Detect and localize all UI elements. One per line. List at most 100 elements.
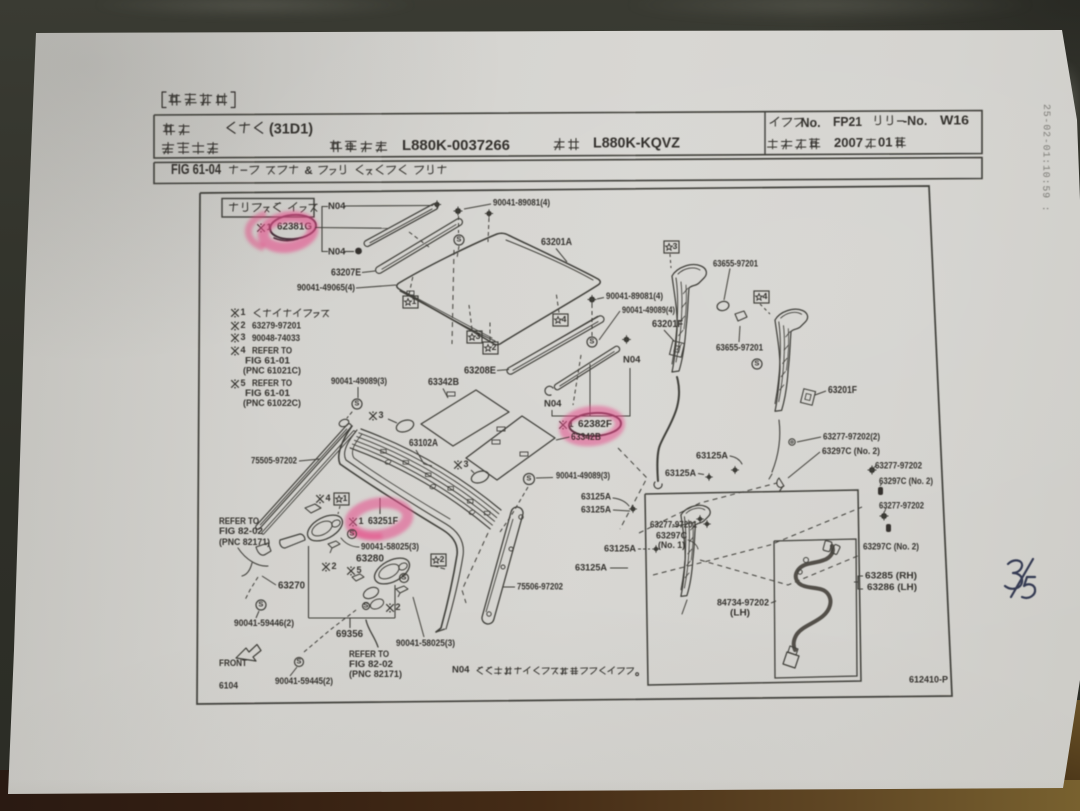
svg-text:&: & xyxy=(305,165,313,177)
svg-text:N04: N04 xyxy=(452,665,470,676)
svg-text:90041-49065(4): 90041-49065(4) xyxy=(297,283,355,294)
svg-text:N04: N04 xyxy=(328,201,346,212)
svg-text:W16: W16 xyxy=(940,114,969,128)
svg-text:N04: N04 xyxy=(623,355,641,366)
svg-text:3: 3 xyxy=(241,332,246,342)
svg-text:2: 2 xyxy=(492,342,497,352)
svg-text:63201F: 63201F xyxy=(828,385,857,396)
svg-text:S: S xyxy=(354,398,359,407)
svg-text:63297C (No. 2): 63297C (No. 2) xyxy=(822,446,880,457)
svg-text:3: 3 xyxy=(673,241,678,251)
svg-text:63125A: 63125A xyxy=(581,505,611,516)
svg-text:63125A: 63125A xyxy=(581,492,611,503)
svg-text:N04: N04 xyxy=(544,399,562,410)
svg-text:90041-89081(4): 90041-89081(4) xyxy=(493,198,550,209)
svg-text:REFER TO: REFER TO xyxy=(252,378,292,389)
svg-text:63277-97202: 63277-97202 xyxy=(875,461,922,472)
svg-text:75505-97202: 75505-97202 xyxy=(251,456,297,467)
svg-text:-No.: -No. xyxy=(903,114,927,128)
svg-text:2: 2 xyxy=(332,561,337,571)
svg-text:(LH): (LH) xyxy=(730,607,750,617)
svg-text:6104: 6104 xyxy=(219,681,239,692)
svg-text:(31D1): (31D1) xyxy=(269,122,313,138)
svg-text:(No. 1): (No. 1) xyxy=(658,540,685,550)
svg-text:90041-59446(2): 90041-59446(2) xyxy=(234,618,294,629)
svg-text:S: S xyxy=(349,528,354,537)
svg-text:FRONT: FRONT xyxy=(219,658,247,669)
svg-text:1: 1 xyxy=(241,307,246,317)
svg-text:90041-49089(3): 90041-49089(3) xyxy=(331,376,387,387)
svg-text:63201F: 63201F xyxy=(652,319,683,330)
svg-text:2: 2 xyxy=(440,554,445,564)
svg-text:63279-97201: 63279-97201 xyxy=(252,321,302,332)
svg-text:5: 5 xyxy=(357,565,362,575)
svg-text:2: 2 xyxy=(396,602,401,612)
svg-text:63297C (No. 2): 63297C (No. 2) xyxy=(863,542,919,553)
svg-text:FIG 82-02: FIG 82-02 xyxy=(349,659,393,670)
svg-text:63125A: 63125A xyxy=(696,451,728,462)
svg-text:63277-97201: 63277-97201 xyxy=(650,519,697,529)
svg-text:63342B: 63342B xyxy=(571,432,601,443)
svg-text:3: 3 xyxy=(476,331,481,341)
svg-text:REFER TO: REFER TO xyxy=(349,649,389,660)
svg-text:FIG 61-01: FIG 61-01 xyxy=(245,356,291,367)
svg-text:(PNC 82171): (PNC 82171) xyxy=(349,669,402,680)
svg-text:90041-89081(4): 90041-89081(4) xyxy=(606,291,663,302)
svg-text:S: S xyxy=(589,336,594,345)
svg-text:S: S xyxy=(456,234,461,243)
svg-text:90041-49089(3): 90041-49089(3) xyxy=(556,471,610,482)
svg-text:FP21: FP21 xyxy=(833,115,862,129)
svg-text:FIG 61-04: FIG 61-04 xyxy=(171,162,221,178)
svg-text:90041-58025(3): 90041-58025(3) xyxy=(361,542,419,553)
svg-text:4: 4 xyxy=(241,345,246,355)
svg-text:90048-74033: 90048-74033 xyxy=(252,333,300,344)
svg-text:63102A: 63102A xyxy=(409,438,438,449)
svg-text:63201A: 63201A xyxy=(541,236,572,248)
svg-text:S: S xyxy=(526,473,531,482)
svg-text:84734-97202: 84734-97202 xyxy=(717,597,769,607)
svg-text:S: S xyxy=(754,358,759,367)
svg-text:FIG 61-01: FIG 61-01 xyxy=(245,388,291,399)
svg-text:REFER TO: REFER TO xyxy=(219,516,259,527)
svg-text:63297C: 63297C xyxy=(656,530,687,540)
svg-text:S: S xyxy=(258,599,263,608)
svg-text:5: 5 xyxy=(241,378,246,388)
svg-text:3: 3 xyxy=(379,410,384,420)
svg-text:63285 (RH): 63285 (RH) xyxy=(865,571,917,582)
svg-text:90041-49089(4): 90041-49089(4) xyxy=(622,305,675,316)
svg-text:75506-97202: 75506-97202 xyxy=(517,582,563,593)
svg-text:4: 4 xyxy=(326,493,331,503)
svg-text:2: 2 xyxy=(241,320,246,330)
svg-text:612410-P: 612410-P xyxy=(909,675,949,686)
svg-text:63277-97202: 63277-97202 xyxy=(879,501,924,512)
svg-text:4: 4 xyxy=(562,314,567,324)
svg-text:No.: No. xyxy=(801,116,821,130)
svg-text:(PNC 61021C): (PNC 61021C) xyxy=(243,366,301,377)
svg-text:63125A: 63125A xyxy=(665,468,696,479)
svg-text:63125A: 63125A xyxy=(575,563,607,574)
svg-text:REFER TO: REFER TO xyxy=(252,346,292,357)
svg-text:(PNC 82171): (PNC 82171) xyxy=(219,537,270,548)
svg-text:FIG 82-02: FIG 82-02 xyxy=(219,526,263,537)
svg-text:62382F: 62382F xyxy=(578,419,612,430)
svg-text:63270: 63270 xyxy=(278,581,305,592)
svg-text:L880K-KQVZ: L880K-KQVZ xyxy=(593,136,680,152)
svg-text:63251F: 63251F xyxy=(368,516,398,527)
svg-text:63655-97201: 63655-97201 xyxy=(716,343,764,354)
svg-text:62381G: 62381G xyxy=(277,222,312,233)
svg-text:(PNC 61022C): (PNC 61022C) xyxy=(243,398,301,409)
svg-text:63277-97202(2): 63277-97202(2) xyxy=(823,432,880,443)
svg-text:1: 1 xyxy=(343,493,348,503)
svg-text:90041-58025(3): 90041-58025(3) xyxy=(396,638,455,649)
svg-text:S: S xyxy=(296,656,301,665)
svg-text:3: 3 xyxy=(464,459,469,469)
svg-text:63280: 63280 xyxy=(356,554,384,565)
svg-text:1: 1 xyxy=(359,516,364,526)
svg-text:90041-59445(2): 90041-59445(2) xyxy=(275,676,333,687)
svg-text:S: S xyxy=(401,572,406,581)
svg-text:25-02-01:10:59 :: 25-02-01:10:59 : xyxy=(1040,104,1052,213)
svg-text:2007: 2007 xyxy=(834,135,863,150)
svg-text:L880K-0037266: L880K-0037266 xyxy=(402,138,510,154)
svg-text:63208E: 63208E xyxy=(464,366,496,377)
svg-text:63125A: 63125A xyxy=(604,544,636,555)
